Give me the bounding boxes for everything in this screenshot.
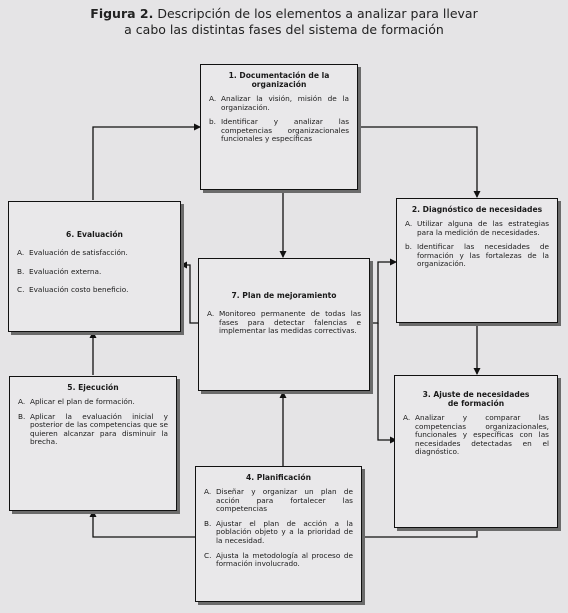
box-mejoramiento-title: 7. Plan de mejoramiento [231, 291, 337, 300]
line-mejora-to-diag [370, 258, 397, 324]
list-item: A.Analizar y comparar las competencias o… [403, 413, 549, 457]
list-item: A.Diseñar y organizar un plan de acción … [204, 487, 353, 514]
figure-label: Figura 2. [90, 6, 154, 21]
box-evaluacion: 6. Evaluación A.Evaluación de satisfacci… [8, 201, 181, 332]
list-item: A.Utilizar alguna de las estrategias par… [405, 219, 549, 237]
box-ajuste: 3. Ajuste de necesidades de formación A.… [394, 375, 558, 528]
arrow-doc-to-diag [358, 126, 481, 198]
list-item: B.Aplicar la evaluación inicial y poster… [18, 411, 168, 447]
box-mejoramiento: 7. Plan de mejoramiento A.Monitoreo perm… [198, 258, 370, 391]
list-item: A.Analizar la visión, misión de la organ… [209, 94, 349, 112]
box-planificacion-title: 4. Planificación [245, 473, 312, 482]
list-item: C.Ajusta la metodología al proceso de fo… [204, 550, 353, 569]
arrow-eval-to-doc [92, 123, 201, 200]
line-mejora-to-eval [180, 261, 198, 324]
figure-title: Figura 2. Descripción de los elementos a… [0, 6, 568, 38]
box-ajuste-title: 3. Ajuste de necesidades de formación [422, 390, 530, 408]
list-item: b.Identificar las necesidades de formaci… [405, 242, 549, 269]
list-item: b.Identificar y analizar las competencia… [209, 117, 349, 144]
list-item: B.Evaluación externa. [17, 266, 102, 276]
box-diagnostico-title: 2. Diagnóstico de necesidades [411, 205, 543, 214]
list-item: A.Monitoreo permanente de todas las fase… [207, 309, 361, 336]
list-item: B.Ajustar el plan de acción a la poblaci… [204, 518, 353, 545]
box-evaluacion-title: 6. Evaluación [66, 230, 123, 239]
arrow-ajuste-to-planif [357, 528, 478, 541]
box-diagnostico: 2. Diagnóstico de necesidades A.Utilizar… [396, 198, 558, 323]
box-planificacion: 4. Planificación A.Diseñar y organizar u… [195, 466, 362, 602]
list-item: A.Evaluación de satisfacción. [17, 248, 128, 257]
list-item: C.Evaluación costo beneficio. [17, 285, 129, 295]
arrow-planif-to-ejec [89, 510, 208, 538]
list-item: A.Aplicar el plan de formación. [18, 397, 135, 406]
line-mejora-to-ajuste [377, 323, 397, 444]
figure-title-line2: a cabo las distintas fases del sistema d… [124, 22, 444, 37]
box-documentacion: 1. Documentación de la organización A.An… [200, 64, 358, 190]
box-ejecucion: 5. Ejecución A.Aplicar el plan de formac… [9, 376, 177, 511]
box-documentacion-title: 1. Documentación de la organización [228, 71, 330, 89]
figure-title-line1: Descripción de los elementos a analizar … [157, 6, 478, 21]
box-ejecucion-title: 5. Ejecución [67, 383, 119, 392]
